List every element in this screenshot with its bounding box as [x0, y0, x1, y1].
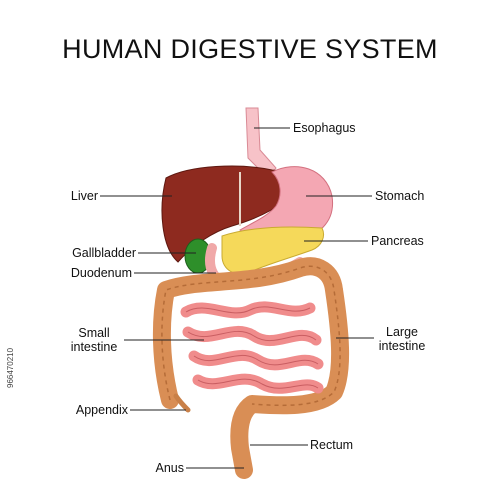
liver-shape	[161, 165, 300, 263]
label-small-intestine-line1: Small	[78, 326, 110, 340]
label-large-intestine-line1: Large	[386, 325, 418, 339]
label-stomach: Stomach	[375, 189, 425, 203]
rectum-shape	[231, 414, 250, 474]
label-pancreas: Pancreas	[371, 234, 424, 248]
appendix-shape	[173, 393, 191, 413]
label-anus: Anus	[155, 461, 185, 475]
stock-id-text: 966470210	[6, 347, 15, 388]
label-small-intestine: Small intestine	[62, 326, 126, 354]
label-duodenum: Duodenum	[70, 266, 132, 280]
esophagus-shape	[245, 107, 277, 179]
label-appendix: Appendix	[75, 403, 128, 417]
diagram-title: HUMAN DIGESTIVE SYSTEM	[62, 34, 438, 64]
leader-lines	[100, 127, 374, 469]
label-large-intestine-line2: intestine	[378, 339, 426, 353]
label-rectum: Rectum	[310, 438, 354, 452]
label-small-intestine-line2: intestine	[70, 340, 118, 354]
small-intestine-shape	[180, 301, 324, 394]
label-esophagus: Esophagus	[293, 121, 356, 135]
label-liver: Liver	[70, 189, 98, 203]
label-large-intestine: Large intestine	[372, 325, 432, 353]
label-gallbladder: Gallbladder	[72, 246, 136, 260]
